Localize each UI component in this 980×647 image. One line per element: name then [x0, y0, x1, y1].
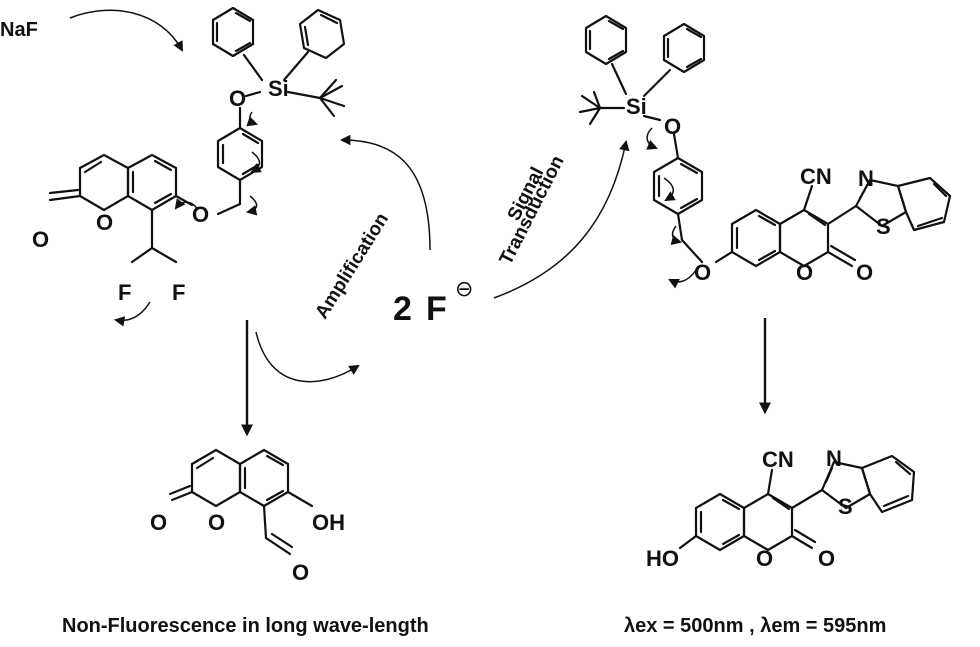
right-ring-o-atom: O [796, 260, 813, 285]
left-product-aldehyde-o: O [292, 560, 309, 585]
fluoride-ion: F [426, 290, 447, 328]
right-ether-o-atom: O [694, 260, 711, 285]
right-product-n: N [826, 446, 842, 471]
fluoride-charge: ⊖ [455, 276, 473, 301]
left-f2-atom: F [172, 280, 185, 305]
left-product-carbonyl-o: O [150, 510, 167, 535]
right-product-s: S [838, 494, 853, 519]
right-n-atom: N [858, 166, 874, 191]
right-push-arrow-1 [646, 127, 658, 150]
left-caption: Non-Fluorescence in long wave-length [62, 615, 429, 637]
amplification-upper-arrow [339, 134, 431, 251]
right-product-molecule [678, 454, 916, 552]
signal-transduction-arrow [493, 139, 630, 299]
right-product-ho: HO [646, 546, 679, 571]
right-product-cn: CN [762, 447, 794, 472]
left-carbonyl-o-atom: O [32, 227, 49, 252]
left-f1-atom: F [118, 280, 131, 305]
right-si-atom: Si [626, 94, 647, 119]
naf-label: NaF [0, 19, 38, 41]
left-push-arrow-4 [174, 198, 199, 211]
right-product-ring-o: O [756, 546, 773, 571]
right-product-carbonyl-o: O [818, 546, 835, 571]
naf-arrow [69, 9, 184, 52]
left-si-atom: Si [268, 76, 289, 101]
left-push-arrow-5 [113, 301, 151, 327]
right-push-arrow-3 [670, 225, 683, 246]
left-product-molecule [168, 448, 314, 556]
left-push-arrow-2 [250, 151, 262, 174]
right-s-atom: S [876, 214, 891, 239]
right-carbonyl-o-atom: O [856, 260, 873, 285]
left-push-arrow-1 [246, 111, 258, 127]
left-o-atom: O [229, 86, 246, 111]
right-cn-group: CN [800, 164, 832, 189]
left-product-oh: OH [312, 510, 345, 535]
amplification-label: Amplification [311, 209, 393, 322]
left-probe-molecule [48, 6, 346, 264]
right-o-atom: O [664, 114, 681, 139]
fluoride-coefficient: 2 [393, 290, 412, 328]
right-caption: λex = 500nm , λem = 595nm [624, 615, 886, 637]
left-ring-o-atom: O [96, 210, 113, 235]
right-push-arrow-2 [663, 177, 676, 202]
right-push-arrow-4 [668, 269, 697, 289]
left-product-ring-o: O [208, 510, 225, 535]
right-probe-molecule [578, 14, 952, 268]
amplification-lower-arrow [255, 331, 360, 383]
left-push-arrow-3 [245, 195, 258, 216]
